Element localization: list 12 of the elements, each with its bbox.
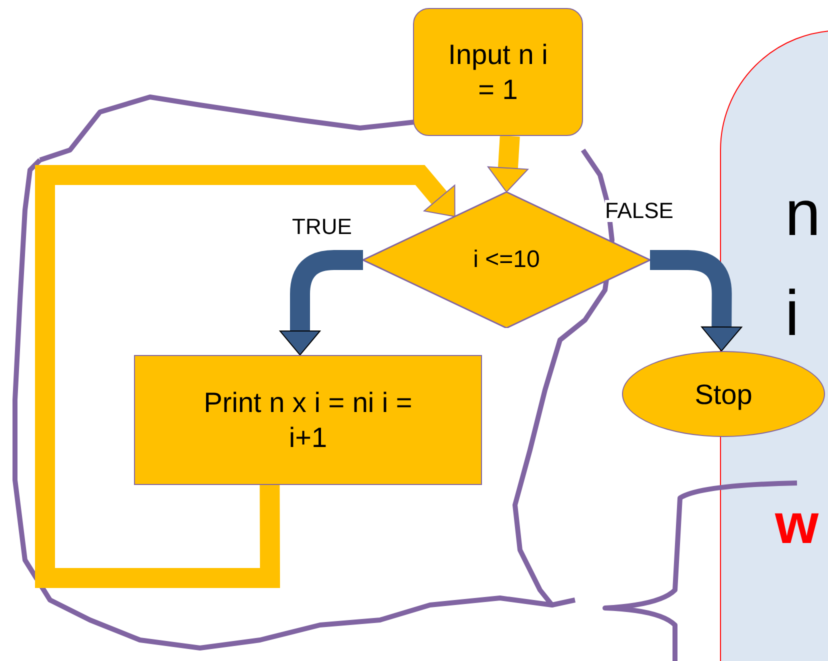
highlighted-text: w (775, 496, 819, 552)
process-box (134, 355, 482, 485)
node-text: i <=10 (472, 245, 541, 275)
edge-label: FALSE (605, 200, 674, 222)
panel-text: i (785, 281, 800, 345)
block-arrow (35, 165, 456, 588)
node-text: Stop (694, 378, 754, 412)
block-arrow (488, 135, 528, 192)
node-text: Input n i = 1 (447, 38, 549, 107)
panel-text: n (785, 181, 821, 245)
input-box (413, 8, 583, 136)
node-text: Print n x i = ni i = i+1 (202, 386, 414, 455)
